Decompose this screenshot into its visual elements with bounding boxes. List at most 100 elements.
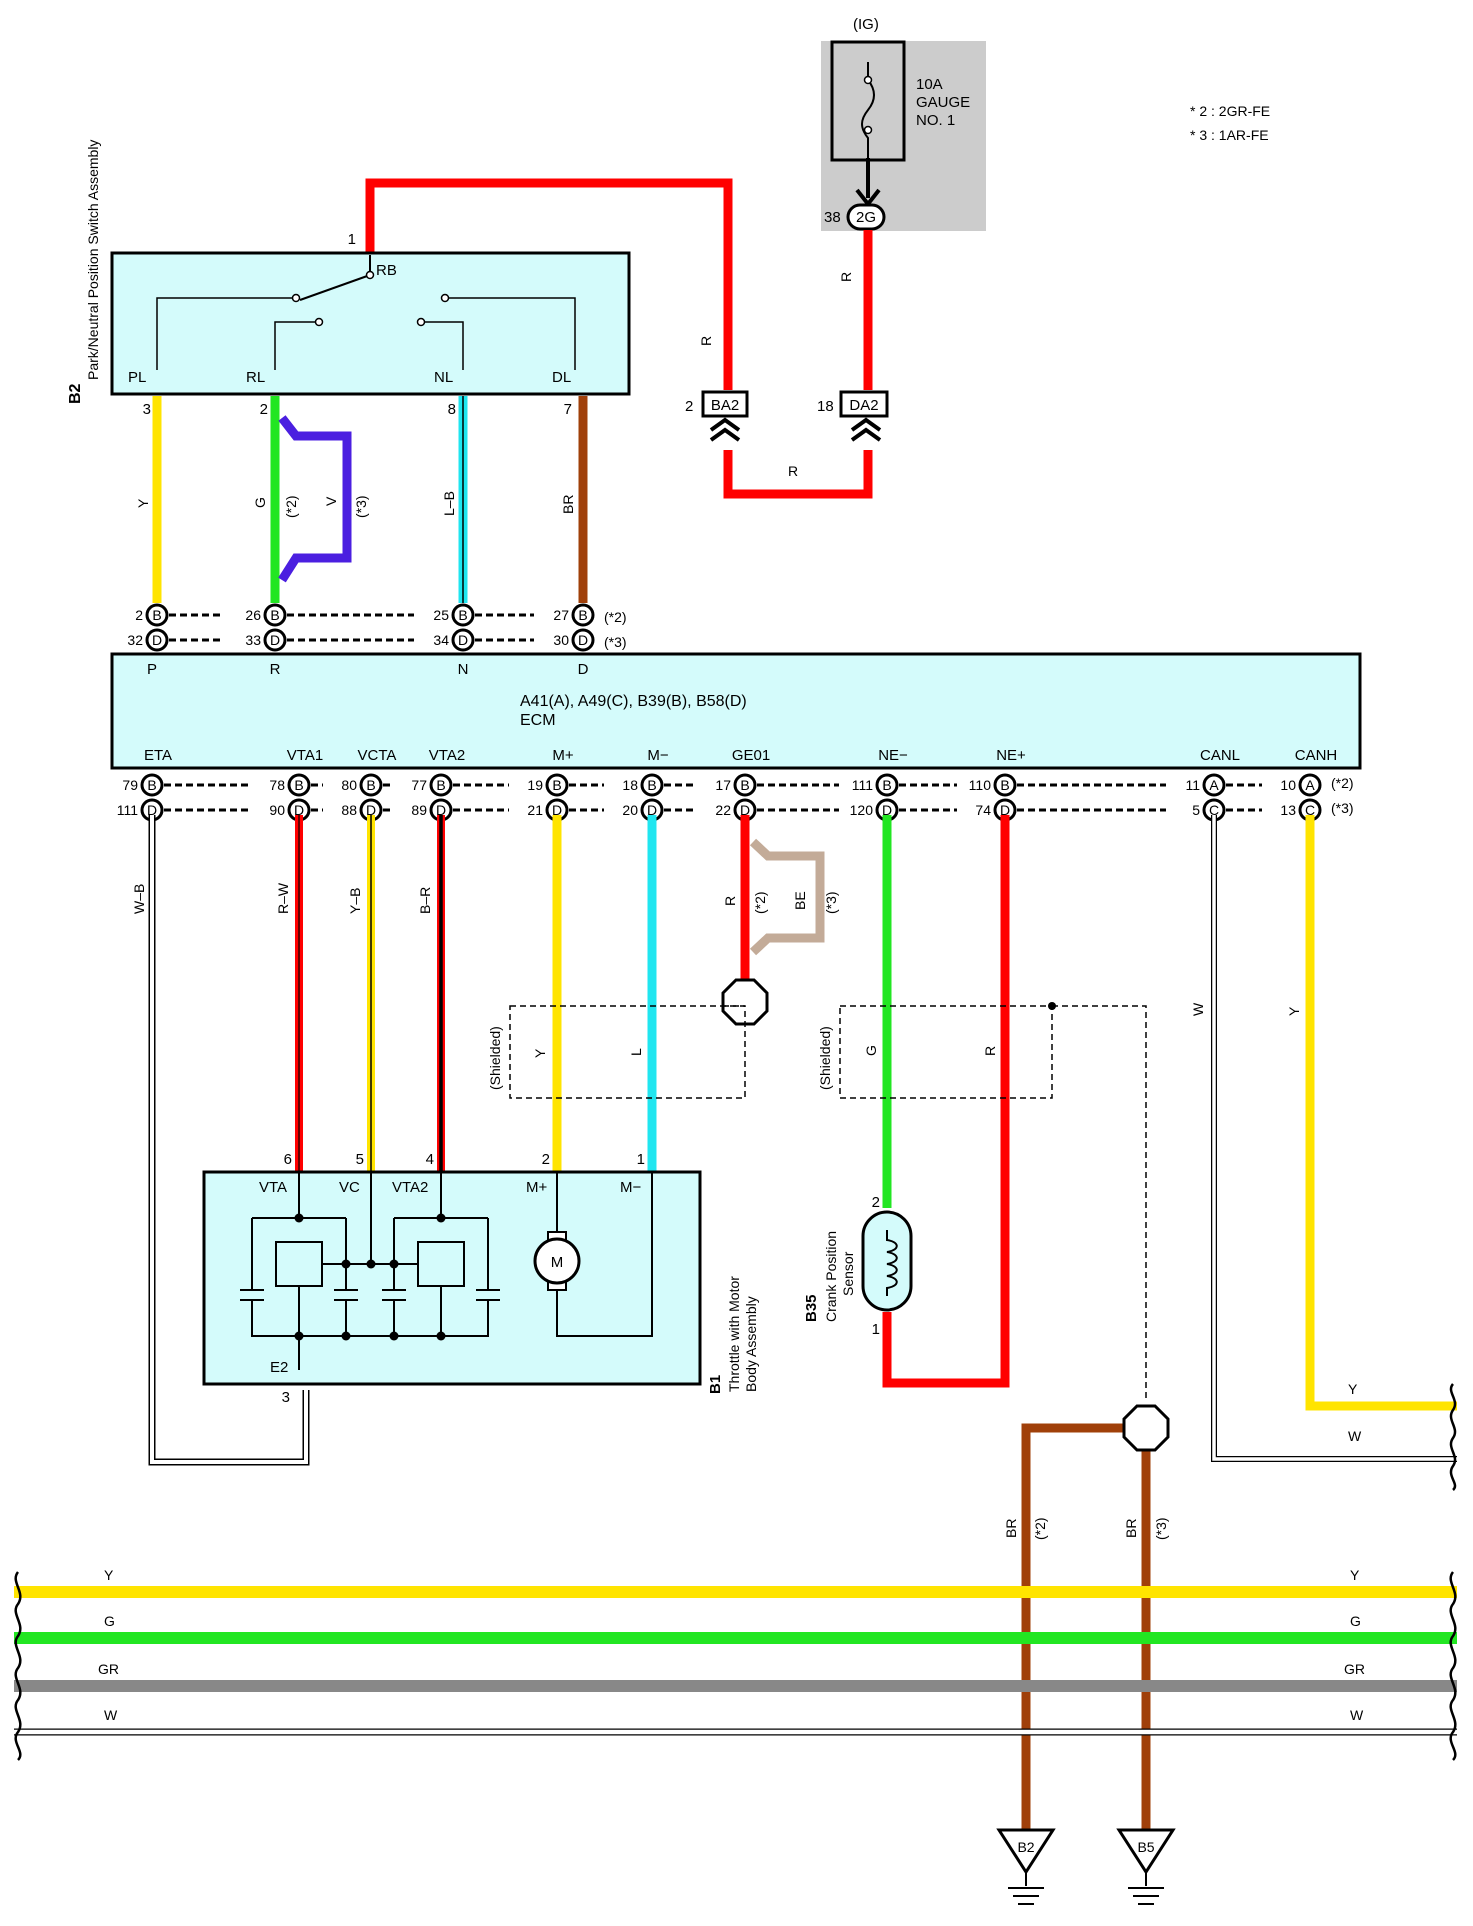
pnp-switch-assembly: 1 RB PL RL NL DL 3 2 8 7 B2 Park/Neutral… bbox=[67, 140, 631, 418]
svg-text:BE: BE bbox=[792, 891, 808, 910]
svg-text:B: B bbox=[882, 777, 891, 793]
svg-text:B2: B2 bbox=[1017, 1839, 1034, 1855]
svg-text:D: D bbox=[578, 661, 589, 678]
svg-text:32: 32 bbox=[127, 632, 143, 648]
fuse-element bbox=[861, 62, 875, 158]
svg-text:5: 5 bbox=[356, 1151, 364, 1168]
svg-text:2: 2 bbox=[542, 1151, 550, 1168]
svg-text:BA2: BA2 bbox=[711, 397, 739, 414]
svg-text:2: 2 bbox=[135, 607, 143, 623]
pin-row1-1 bbox=[287, 773, 311, 797]
ecm-term-2: VCTA bbox=[358, 747, 397, 764]
pnp-pin-1: 1 bbox=[348, 231, 356, 248]
svg-text:25: 25 bbox=[433, 607, 449, 623]
svg-text:W: W bbox=[104, 1707, 118, 1723]
ecm: P R N D A41(A), A49(C), B39(B), B58(D) E… bbox=[110, 652, 1362, 770]
svg-text:3: 3 bbox=[282, 1389, 290, 1406]
pin-row1-6 bbox=[733, 773, 757, 797]
svg-text:P: P bbox=[147, 661, 157, 678]
throttle-sensor-circuit bbox=[240, 1172, 653, 1370]
svg-text:V: V bbox=[323, 496, 339, 506]
svg-text:(Shielded): (Shielded) bbox=[817, 1026, 833, 1090]
svg-text:(*2): (*2) bbox=[752, 891, 768, 914]
svg-text:19: 19 bbox=[527, 777, 543, 793]
pnp-name: Park/Neutral Position Switch Assembly bbox=[85, 140, 101, 380]
svg-text:10: 10 bbox=[1280, 777, 1296, 793]
fuse-name-1: GAUGE bbox=[916, 94, 970, 111]
svg-text:1: 1 bbox=[872, 1321, 880, 1338]
svg-text:78: 78 bbox=[269, 777, 285, 793]
svg-text:GR: GR bbox=[98, 1661, 119, 1677]
pin-row1-4 bbox=[545, 773, 569, 797]
wire-red-supply: R R R bbox=[365, 178, 873, 499]
svg-text:C: C bbox=[1209, 802, 1219, 818]
svg-text:1: 1 bbox=[637, 1151, 645, 1168]
svg-text:D: D bbox=[882, 802, 892, 818]
svg-text:G: G bbox=[863, 1045, 879, 1056]
svg-text:G: G bbox=[1350, 1613, 1361, 1629]
svg-text:11: 11 bbox=[1185, 777, 1200, 793]
bus-lines: Y G GR W Y G GR W bbox=[14, 1567, 1457, 1761]
svg-text:B: B bbox=[366, 777, 375, 793]
pnp-term-nl: NL bbox=[434, 369, 453, 386]
crank-code: B35 bbox=[803, 1294, 820, 1322]
ground-b2: B2 bbox=[996, 1828, 1056, 1905]
svg-text:B: B bbox=[436, 777, 445, 793]
svg-text:BR: BR bbox=[560, 495, 576, 514]
svg-text:27: 27 bbox=[553, 607, 569, 623]
throttle-code: B1 bbox=[707, 1375, 724, 1394]
svg-text:R: R bbox=[270, 661, 281, 678]
svg-text:Y: Y bbox=[1286, 1006, 1302, 1016]
pin-b-top-3 bbox=[571, 603, 595, 627]
svg-text:89: 89 bbox=[411, 802, 427, 818]
wires-can: W Y Y W bbox=[1190, 815, 1457, 1491]
ecm-term-1: VTA1 bbox=[287, 747, 323, 764]
wires-pnp-to-ecm: Y G (*2) V (*3) L–B BR bbox=[135, 396, 588, 603]
svg-text:A: A bbox=[1305, 777, 1315, 793]
svg-text:18: 18 bbox=[622, 777, 638, 793]
pin-row1-7 bbox=[875, 773, 899, 797]
ecm-term-5: M− bbox=[647, 747, 668, 764]
connector-da2: 18 DA2 bbox=[817, 390, 889, 442]
ecm-name: ECM bbox=[520, 712, 556, 729]
svg-text:B: B bbox=[147, 777, 156, 793]
svg-text:6: 6 bbox=[284, 1151, 292, 1168]
throttle-body-assembly: 6 5 4 2 1 VTA VC VTA2 M+ M− E2 3 bbox=[202, 1151, 759, 1406]
pnp-term-rl: RL bbox=[246, 369, 265, 386]
svg-text:D: D bbox=[740, 802, 750, 818]
svg-text:VTA: VTA bbox=[259, 1179, 287, 1196]
svg-text:90: 90 bbox=[269, 802, 285, 818]
svg-text:111: 111 bbox=[117, 802, 138, 818]
throttle-name-2: Body Assembly bbox=[743, 1296, 759, 1392]
connector-ba2: 2 BA2 bbox=[685, 390, 749, 442]
svg-text:2: 2 bbox=[685, 398, 693, 415]
svg-text:BR: BR bbox=[1123, 1519, 1139, 1538]
svg-text:(*2): (*2) bbox=[1331, 775, 1354, 791]
pnp-code: B2 bbox=[67, 383, 84, 404]
svg-text:74: 74 bbox=[975, 802, 991, 818]
ecm-term-8: NE+ bbox=[996, 747, 1026, 764]
svg-text:R: R bbox=[698, 336, 714, 346]
svg-text:17: 17 bbox=[715, 777, 731, 793]
svg-text:D: D bbox=[294, 802, 304, 818]
svg-text:D: D bbox=[552, 802, 562, 818]
ecm-term-3: VTA2 bbox=[429, 747, 465, 764]
svg-text:R: R bbox=[982, 1046, 998, 1056]
svg-text:(*2): (*2) bbox=[1032, 1517, 1048, 1540]
fuse-rating: 10A bbox=[916, 76, 943, 93]
pin-row1-9 bbox=[1202, 773, 1226, 797]
ground-b5: B5 bbox=[1116, 1828, 1176, 1905]
ecm-bottom-pins: BD79111BD7890BD8088BD7789BD1921BD1820BD1… bbox=[117, 773, 1354, 822]
ecm-term-4: M+ bbox=[552, 747, 573, 764]
pnp-term-pl: PL bbox=[128, 369, 146, 386]
svg-text:W: W bbox=[1348, 1428, 1362, 1444]
shielded-box-throttle bbox=[509, 1005, 746, 1099]
svg-text:B: B bbox=[740, 777, 749, 793]
svg-text:W–B: W–B bbox=[131, 884, 147, 914]
crank-position-sensor: 2 1 B35 Crank Position Sensor bbox=[803, 1194, 913, 1338]
svg-text:Crank Position: Crank Position bbox=[823, 1231, 839, 1322]
svg-text:D: D bbox=[578, 632, 588, 648]
ecm-term-9: CANL bbox=[1200, 747, 1240, 764]
svg-text:VTA2: VTA2 bbox=[392, 1179, 428, 1196]
